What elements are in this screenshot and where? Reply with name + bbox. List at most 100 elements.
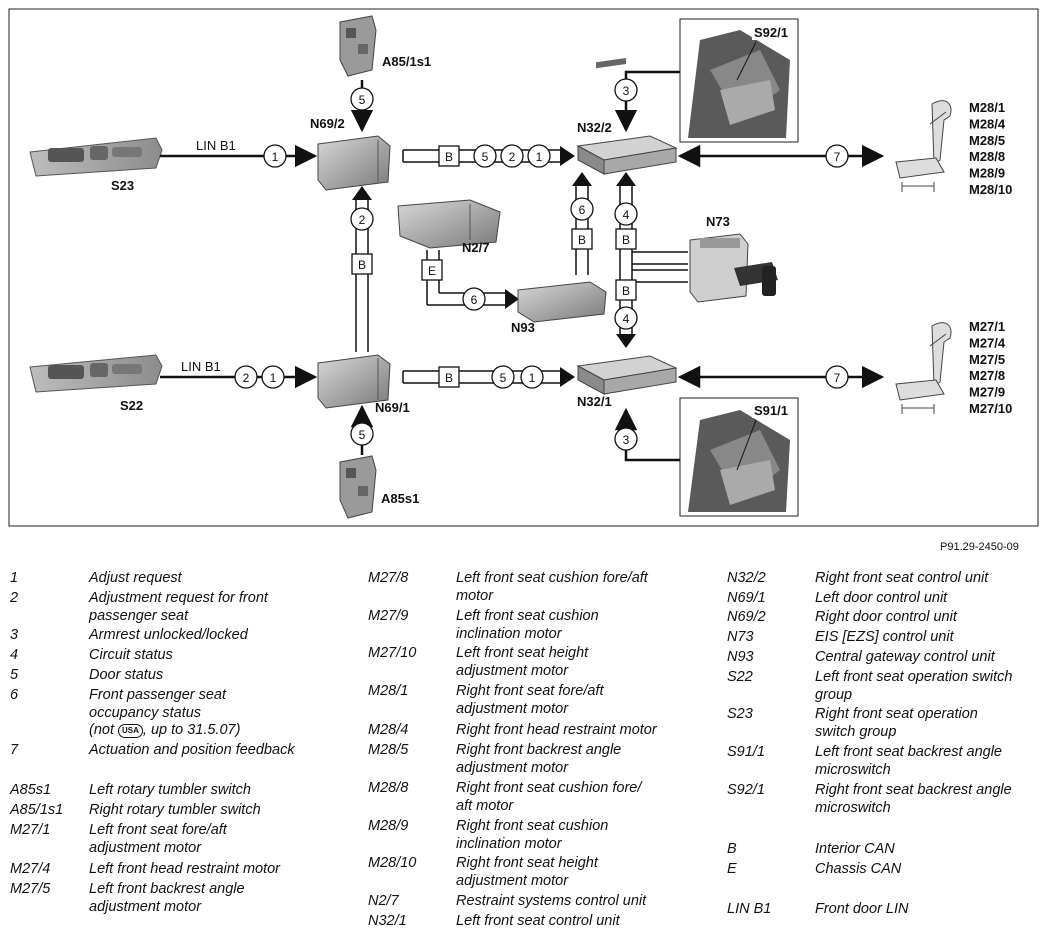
n69-2-control-unit-icon <box>317 135 391 191</box>
n2-7-label: N2/7 <box>462 240 489 255</box>
n73-ignition-unit-icon <box>689 233 778 303</box>
s92-1-leader <box>736 41 757 81</box>
s23-switch-panel-icon <box>29 137 163 177</box>
bus-letter: B <box>445 371 453 385</box>
number-circle <box>263 144 287 168</box>
bus-box <box>571 228 593 250</box>
bus-letter: B <box>578 233 586 247</box>
number-label: 2 <box>359 213 366 227</box>
legend-description: Right front head restraint motor <box>456 722 657 738</box>
legend-description: Door status <box>89 667 164 683</box>
legend-key: M27/8 <box>368 570 409 586</box>
legend-description: Right front seat cushion fore/aft motor <box>456 780 642 814</box>
legend-key: 4 <box>10 647 19 663</box>
legend-description: Left front seat control unit <box>456 913 620 929</box>
s23-label: S23 <box>111 178 134 193</box>
bus-box <box>421 259 443 281</box>
legend-key: M27/1 <box>10 822 51 838</box>
s92-1-label: S92/1 <box>754 25 788 40</box>
bus-box <box>438 366 460 388</box>
legend-key: M28/1 <box>368 683 409 699</box>
number-label: 4 <box>623 312 630 326</box>
bus-box <box>351 253 373 275</box>
legend-key: 1 <box>10 570 19 586</box>
legend-description: Central gateway control unit <box>815 649 995 665</box>
legend-key: A85/1s1 <box>10 802 64 818</box>
legend-key: N93 <box>727 649 754 665</box>
legend-key: M28/8 <box>368 780 409 796</box>
motor-label: M28/10 <box>969 182 1012 197</box>
lin-label-top: LIN B1 <box>196 138 236 153</box>
legend-key: N69/1 <box>727 590 766 606</box>
motor-label: M28/9 <box>969 166 1005 181</box>
number-label: 5 <box>359 428 366 442</box>
a85-1s1-label: A85/1s1 <box>382 54 431 69</box>
number-label: 1 <box>529 371 536 385</box>
bus-letter: E <box>428 264 436 278</box>
legend-description: Adjust request <box>89 570 182 586</box>
legend-description: Right front seat control unit <box>815 570 989 586</box>
number-label: 5 <box>482 150 489 164</box>
n69-1-label: N69/1 <box>375 400 410 415</box>
number-circle <box>462 287 486 311</box>
n32-1-label: N32/1 <box>577 394 612 409</box>
number-label: 7 <box>834 150 841 164</box>
number-circle <box>614 427 638 451</box>
legend-key: 2 <box>10 590 19 606</box>
bus-letter: B <box>445 150 453 164</box>
n2-7-restraint-unit-icon <box>397 199 501 249</box>
legend-key: M28/9 <box>368 818 409 834</box>
s91-1-microswitch-image <box>679 397 799 517</box>
n32-1-seat-unit-icon <box>576 355 678 395</box>
legend-description: Chassis CAN <box>815 861 902 877</box>
legend-key: M27/10 <box>368 645 417 661</box>
legend-key: M27/5 <box>10 881 51 897</box>
number-label: 6 <box>579 203 586 217</box>
n32-2-seat-unit-icon <box>576 58 678 175</box>
number-circle <box>570 197 594 221</box>
legend-key: M28/10 <box>368 855 417 871</box>
legend-description: Actuation and position feedback <box>89 742 295 758</box>
number-circle <box>473 144 497 168</box>
number-circle <box>614 306 638 330</box>
number-circle <box>527 144 551 168</box>
number-label: 7 <box>834 371 841 385</box>
n69-2-label: N69/2 <box>310 116 345 131</box>
motor-label: M28/4 <box>969 116 1006 131</box>
legend-description: Front door LIN <box>815 901 909 917</box>
a85-1s1-tumbler-icon <box>339 15 377 77</box>
number-circle <box>825 144 849 168</box>
a85s1-label: A85s1 <box>381 491 419 506</box>
armrest-line-bottom <box>614 407 680 462</box>
motor-label: M28/8 <box>969 149 1005 164</box>
legend-key: N69/2 <box>727 609 766 625</box>
s22-label: S22 <box>120 398 143 413</box>
number-label: 2 <box>509 150 516 164</box>
legend-key: LIN B1 <box>727 901 772 917</box>
number-label: 1 <box>536 150 543 164</box>
bus-box <box>615 279 637 301</box>
number-circle <box>350 422 374 446</box>
number-circle <box>234 365 258 389</box>
can-link-n73 <box>632 251 688 283</box>
number-circle <box>520 365 544 389</box>
legend-key: S92/1 <box>727 782 765 798</box>
n93-label: N93 <box>511 320 535 335</box>
motor-label: M27/4 <box>969 335 1006 350</box>
n69-1-control-unit-icon <box>317 354 391 409</box>
bus-box <box>438 145 460 167</box>
motor-label: M27/10 <box>969 401 1012 416</box>
number-circle <box>350 87 374 111</box>
legend-key: S91/1 <box>727 744 765 760</box>
legend-description: EIS [EZS] control unit <box>815 629 954 645</box>
